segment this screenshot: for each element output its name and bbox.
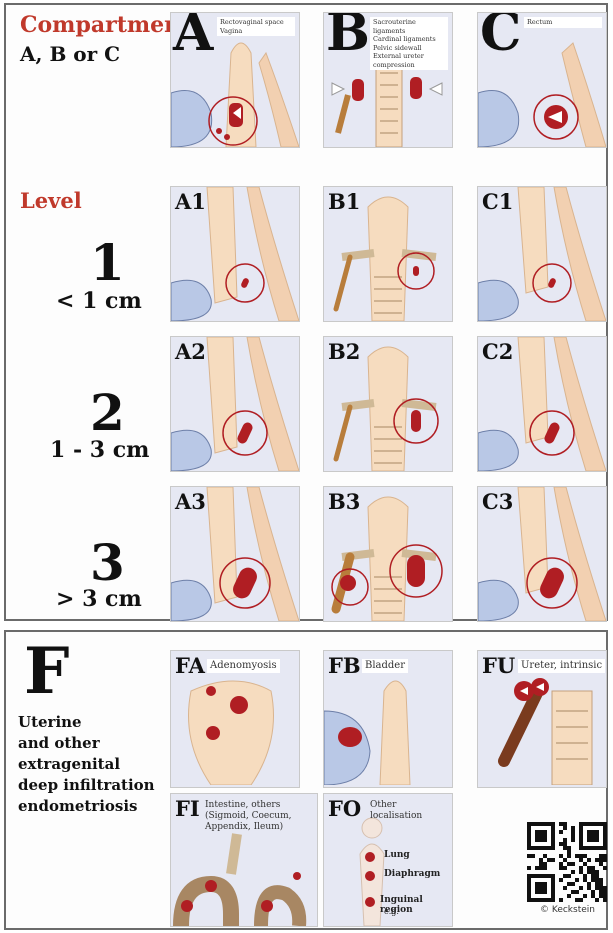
compartment-a-panel: A Rectovaginal space Vagina (170, 12, 300, 148)
level-title: Level (20, 188, 82, 213)
panel-a1: A1 (170, 186, 300, 322)
panel-c3: C3 (477, 486, 607, 622)
compartment-a-caption: Rectovaginal space Vagina (217, 17, 295, 36)
fb-text: Bladder (362, 659, 408, 673)
panel-c3-label: C3 (482, 489, 513, 514)
fo-panel: FO Other localisation Lung Diaphragm Ing… (323, 793, 453, 927)
panel-a3: A3 (170, 486, 300, 622)
compartment-a-letter: A (173, 12, 213, 59)
panel-b3: B3 (323, 486, 453, 622)
level-1-number: 1 (90, 238, 125, 288)
f-letter: F (24, 640, 69, 704)
fa-label: FA (175, 653, 205, 678)
fo-text: Other localisation (370, 800, 422, 822)
compartment-b-letter: B (326, 12, 370, 59)
fb-label: FB (328, 653, 361, 678)
compartment-subtitle: A, B or C (20, 42, 120, 66)
compartment-b-panel: B Sacrouterine ligaments Cardinal ligame… (323, 12, 453, 148)
fb-panel: FB Bladder (323, 650, 453, 788)
level-3-range: > 3 cm (56, 586, 142, 612)
fa-text: Adenomyosis (207, 659, 280, 673)
fi-panel: FI Intestine, others (Sigmoid, Coecum, A… (170, 793, 318, 927)
level-2-range: 1 - 3 cm (50, 437, 149, 463)
fa-panel: FA Adenomyosis (170, 650, 300, 788)
fu-label: FU (482, 653, 515, 678)
panel-a2: A2 (170, 336, 300, 472)
fu-panel: FU Ureter, intrinsic (477, 650, 607, 788)
panel-b1-label: B1 (328, 189, 360, 214)
level-1-range: < 1 cm (56, 288, 142, 314)
compartment-title: Compartment (20, 12, 190, 38)
panel-c1: C1 (477, 186, 607, 322)
panel-a2-label: A2 (175, 339, 206, 364)
panel-b2-label: B2 (328, 339, 360, 364)
compartment-c-letter: C (480, 12, 521, 59)
panel-b2: B2 (323, 336, 453, 472)
qr-code[interactable] (527, 822, 607, 902)
compartment-b-caption: Sacrouterine ligaments Cardinal ligament… (370, 17, 448, 70)
fi-label: FI (175, 796, 200, 821)
compartment-c-panel: C Rectum (477, 12, 607, 148)
fo-site-lung: Lung (384, 850, 410, 860)
fi-text: Intestine, others (Sigmoid, Coecum, Appe… (205, 800, 292, 833)
fo-site-eg: e.g. (384, 907, 399, 916)
f-description: Uterine and other extragenital deep infi… (18, 712, 155, 817)
fu-text: Ureter, intrinsic (518, 659, 605, 673)
level-3-number: 3 (90, 538, 125, 588)
compartment-c-caption: Rectum (524, 17, 602, 28)
copyright: © Keckstein (540, 905, 595, 915)
fo-label: FO (328, 796, 361, 821)
fo-site-diaphragm: Diaphragm (384, 869, 440, 879)
panel-c2-label: C2 (482, 339, 513, 364)
panel-a3-label: A3 (175, 489, 206, 514)
panel-c1-label: C1 (482, 189, 513, 214)
panel-b3-label: B3 (328, 489, 360, 514)
panel-a1-label: A1 (175, 189, 206, 214)
panel-c2: C2 (477, 336, 607, 472)
panel-b1: B1 (323, 186, 453, 322)
level-2-number: 2 (90, 388, 125, 438)
